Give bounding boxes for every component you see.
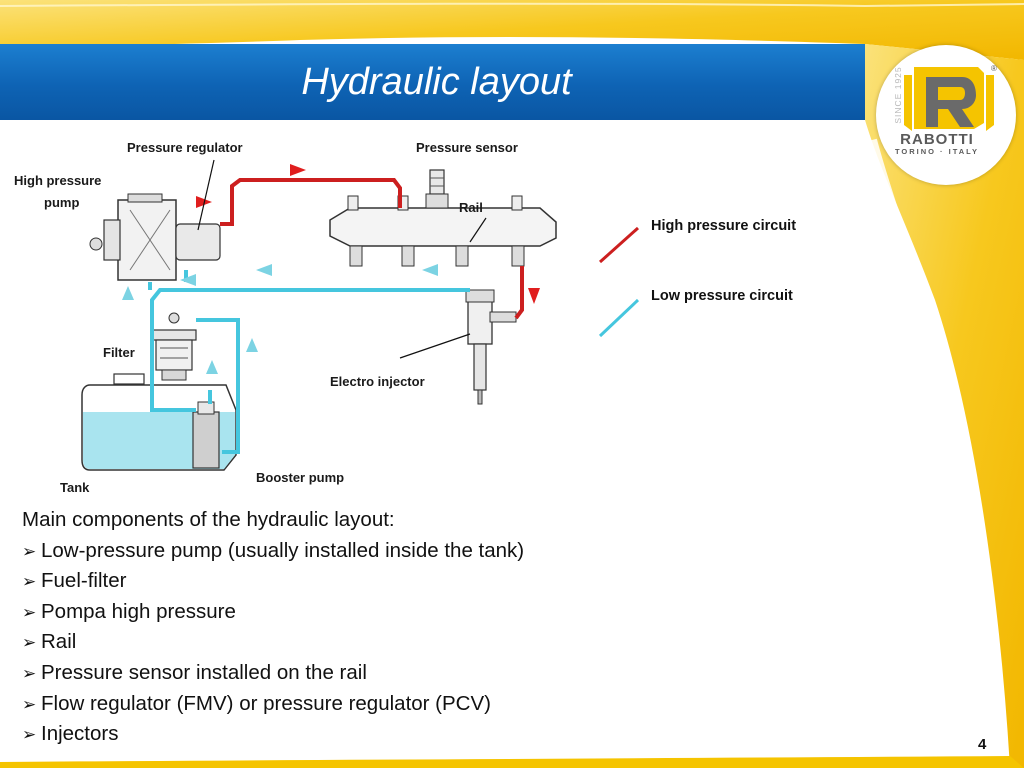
label-tank: Tank bbox=[60, 480, 90, 495]
legend-high-pressure-line bbox=[598, 226, 640, 264]
filter bbox=[151, 312, 197, 381]
legend-low-pressure-line bbox=[598, 298, 640, 338]
label-electro-injector: Electro injector bbox=[330, 374, 425, 389]
rabotti-r-mark bbox=[904, 67, 994, 131]
pressure-sensor-shape bbox=[425, 169, 449, 209]
list-item: ➢Pompa high pressure bbox=[22, 597, 524, 628]
logo-name: RABOTTI bbox=[900, 131, 974, 148]
logo-registered-mark: ® bbox=[991, 64, 997, 73]
high-pressure-lines bbox=[220, 178, 524, 320]
booster-pump bbox=[192, 401, 220, 469]
label-high-pressure-pump-line2: pump bbox=[44, 195, 80, 210]
rabotti-logo bbox=[876, 45, 1016, 185]
label-filter: Filter bbox=[103, 345, 135, 360]
bullet-arrow-icon: ➢ bbox=[22, 633, 37, 653]
high-pressure-pump-shape bbox=[89, 193, 221, 281]
list-item: ➢Rail bbox=[22, 627, 524, 658]
title-banner bbox=[0, 44, 865, 120]
label-pressure-regulator: Pressure regulator bbox=[127, 140, 243, 155]
bullet-arrow-icon: ➢ bbox=[22, 541, 37, 561]
bullet-arrow-icon: ➢ bbox=[22, 602, 37, 622]
list-item: ➢Injectors bbox=[22, 719, 524, 750]
components-heading: Main components of the hydraulic layout: bbox=[22, 508, 395, 531]
label-high-pressure-pump-line1: High pressure bbox=[14, 173, 102, 188]
electro-injector-shape bbox=[465, 289, 517, 405]
bullet-arrow-icon: ➢ bbox=[22, 663, 37, 683]
slide-title: Hydraulic layout bbox=[301, 61, 572, 103]
label-rail: Rail bbox=[459, 200, 483, 215]
list-item: ➢Flow regulator (FMV) or pressure regula… bbox=[22, 689, 524, 720]
list-item: ➢Low-pressure pump (usually installed in… bbox=[22, 536, 524, 567]
low-pressure-lines bbox=[148, 270, 470, 454]
leader-lines bbox=[197, 159, 487, 359]
legend-high-pressure-circuit: High pressure circuit bbox=[651, 218, 797, 234]
bullet-arrow-icon: ➢ bbox=[22, 725, 37, 745]
logo-since: SINCE 1925 bbox=[893, 66, 903, 124]
components-list: Main components of the hydraulic layout:… bbox=[22, 505, 524, 750]
list-item: ➢Fuel-filter bbox=[22, 566, 524, 597]
hydraulic-diagram bbox=[81, 159, 640, 471]
bullet-arrow-icon: ➢ bbox=[22, 572, 37, 592]
page-number: 4 bbox=[978, 736, 987, 753]
bullet-arrow-icon: ➢ bbox=[22, 694, 37, 714]
logo-subtitle: TORINO · ITALY bbox=[894, 147, 980, 156]
flow-arrows bbox=[122, 164, 540, 374]
list-item: ➢Pressure sensor installed on the rail bbox=[22, 658, 524, 689]
label-pressure-sensor: Pressure sensor bbox=[416, 140, 518, 155]
legend-low-pressure-circuit: Low pressure circuit bbox=[651, 288, 793, 304]
label-booster-pump: Booster pump bbox=[256, 470, 345, 485]
